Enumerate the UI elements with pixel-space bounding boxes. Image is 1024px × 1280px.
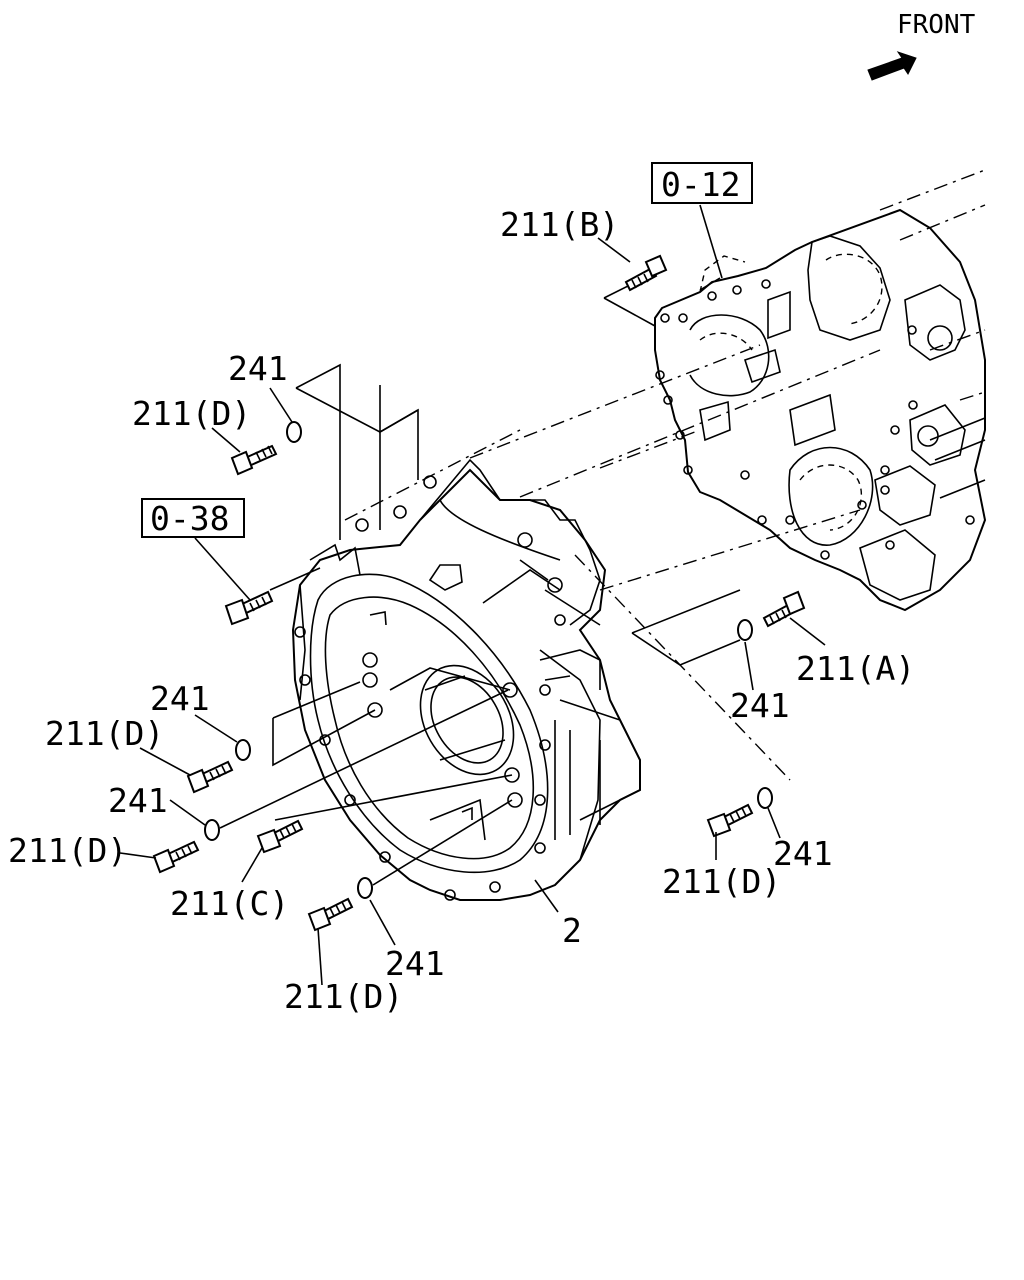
callout-bolt-d-low-left: 211(D) <box>8 831 127 870</box>
washer-low-left <box>204 819 220 841</box>
front-arrow-icon <box>867 51 917 81</box>
flywheel-housing <box>291 458 641 901</box>
washer-bottom <box>357 877 373 899</box>
callout-bolt-d-lower-right: 211(D) <box>662 862 781 901</box>
bolt-211-d-bottom <box>307 897 354 932</box>
callout-labels: 211(B) 241 211(D) 241 211(D) 241 211(D) … <box>8 205 915 1016</box>
front-label: FRONT <box>897 10 976 40</box>
alignment-lines <box>344 344 881 781</box>
bolt-211-b <box>624 254 668 292</box>
callout-flywheel-housing: 2 <box>562 911 582 950</box>
callout-washer-top: 241 <box>228 349 288 388</box>
front-indicator: FRONT <box>867 10 976 81</box>
bolt-211-d-lower-right <box>706 803 754 838</box>
projection-lines <box>219 269 741 886</box>
callout-bolt-d-mid-left: 211(D) <box>45 714 164 753</box>
callout-washer-bottom: 241 <box>385 944 445 983</box>
reference-box-upper[interactable]: 0-12 <box>651 162 753 204</box>
engine-bolt-holes <box>655 279 975 560</box>
washers <box>204 421 773 899</box>
callout-bolt-d-top: 211(D) <box>132 394 251 433</box>
bolt-211-a <box>762 590 806 628</box>
callout-washer-mid-left: 241 <box>150 679 210 718</box>
callout-leaders <box>119 204 826 986</box>
bolt-211-d-mid-left <box>186 760 234 794</box>
callout-bolt-b: 211(B) <box>500 205 619 244</box>
bolt-211-d-top <box>230 444 278 476</box>
reference-label-upper: 0-12 <box>661 165 740 204</box>
washer-lower-right <box>757 787 773 809</box>
callout-washer-right: 241 <box>730 686 790 725</box>
bolt-211-d-low-left <box>152 840 200 874</box>
callout-washer-low-left: 241 <box>108 781 168 820</box>
washer-mid-left <box>235 739 251 761</box>
washer-right <box>737 619 753 641</box>
engine-block <box>654 169 987 612</box>
bolt-211-c <box>256 819 304 854</box>
callout-bolt-a: 211(A) <box>796 649 915 688</box>
reference-label-left: 0-38 <box>150 499 229 538</box>
callout-bolt-c: 211(C) <box>170 884 289 923</box>
bolt-0-38 <box>224 590 274 626</box>
callout-bolt-d-bottom: 211(D) <box>284 977 403 1016</box>
reference-box-left[interactable]: 0-38 <box>141 498 245 538</box>
callout-washer-lower-right: 241 <box>773 834 833 873</box>
washer-top <box>286 421 302 443</box>
